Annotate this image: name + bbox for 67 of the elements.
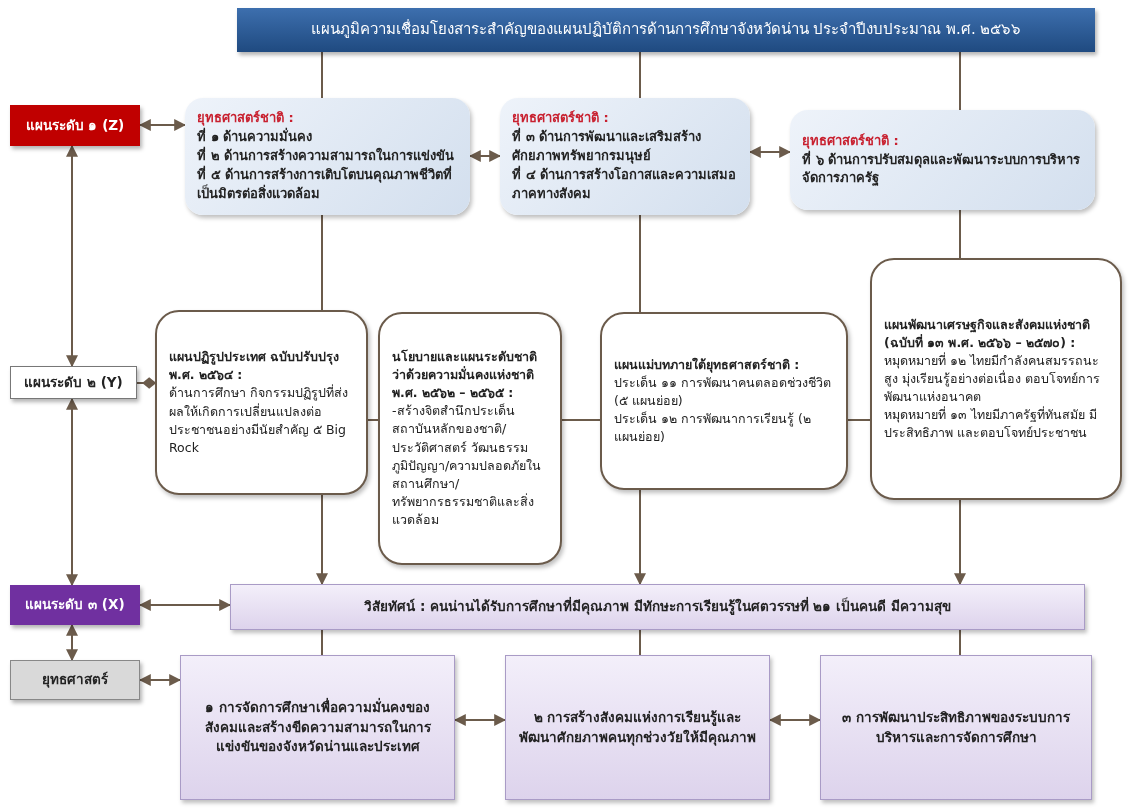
title-banner <box>237 8 1095 52</box>
connector-line <box>321 51 323 99</box>
arrow <box>768 714 822 726</box>
level-box <box>10 585 140 625</box>
level-box <box>10 660 140 700</box>
plan-box <box>155 310 368 495</box>
arrow <box>954 499 966 586</box>
box-text: แผนระดับ ๒ (Y) <box>24 372 123 392</box>
arrow <box>316 494 328 586</box>
box-text: ประเด็น ๑๒ การพัฒนาการเรียนรู้ (๒ แผนย่อย) <box>614 410 812 447</box>
arrow <box>66 623 78 662</box>
box-text: ที่ ๓ ด้านการพัฒนาและเสริมสร้างศักยภาพทรัพยากรมนุษย์ <box>512 128 703 165</box>
plan-box <box>378 312 562 565</box>
box-text: ๑ การจัดการศึกษาเพื่อความมั่นคงของสังคมและสร้างขีดความสามารถในการแข่งขันของจังหวัดน่านและประเทศ <box>203 698 432 757</box>
connector-line <box>367 419 379 421</box>
level-box <box>10 105 140 146</box>
box-text: ที่ ๖ ด้านการปรับสมดุลและพัฒนาระบบการบริหารจัดการภาครัฐ <box>802 150 1083 189</box>
box-text: ยุทธศาสตร์ <box>42 670 108 690</box>
box-heading: แผนปฏิรูปประเทศ ฉบับปรับปรุง พ.ศ. ๒๕๖๔ : <box>169 348 341 384</box>
box-text: หมุดหมายที่ ๑๒ ไทยมีกำลังคนสมรรถนะสูง มุ่งเรียนรู้อย่างต่อเนื่อง ตอบโจทย์การพัฒนาแห่งอนาคต <box>884 351 1101 406</box>
box-text: ที่ ๑ ด้านความมั่นคง <box>197 128 314 146</box>
connector-line <box>639 629 641 656</box>
box-heading: แผนแม่บทภายใต้ยุทธศาสตร์ชาติ : <box>614 355 801 374</box>
strategy-box <box>180 655 455 800</box>
connector-line <box>321 214 323 311</box>
box-heading: ยุทธศาสตร์ชาติ : <box>197 109 294 128</box>
box-text: ด้านการศึกษา กิจกรรมปฏิรูปที่ส่งผลให้เกิดการเปลี่ยนแปลงต่อประชาชนอย่างมีนัยสำคัญ ๕ Big Rock <box>169 384 349 457</box>
box-text: แผนระดับ ๓ (X) <box>25 595 125 615</box>
box-text: ๒ การสร้างสังคมแห่งการเรียนรู้และพัฒนาศักยภาพคนทุกช่วงวัยให้มีคุณภาพ <box>518 707 757 748</box>
box-text: หมุดหมายที่ ๑๓ ไทยมีภาครัฐที่ทันสมัย มีประสิทธิภาพ และตอบโจทย์ประชาชน <box>884 406 1098 443</box>
box-text: แผนภูมิความเชื่อมโยงสาระสำคัญของแผนปฏิบัติการด้านการศึกษาจังหวัดน่าน ประจำปีงบประมาณ พ.ศ. ๒๕๖๖ <box>310 19 1022 41</box>
connector-line <box>959 51 961 111</box>
arrow <box>468 150 502 162</box>
strategy-box <box>820 655 1092 800</box>
connector-line <box>639 214 641 313</box>
box-text: -สร้างจิตสำนึกประเด็นสถาบันหลักของชาติ/ประวัติศาสตร์ วัฒนธรรมภูมิปัญญา/ความปลอดภัยในสถานศึกษา/ทรัพยากรธรรมชาติและสิ่งแวดล้อม <box>392 402 543 529</box>
connector-line <box>959 629 961 656</box>
strategy-box <box>500 98 750 215</box>
arrow <box>138 674 182 686</box>
connector-line <box>959 209 961 259</box>
box-heading: ยุทธศาสตร์ชาติ : <box>802 131 900 149</box>
box-text: ประเด็น ๑๑ การพัฒนาคนตลอดช่วงชีวิต (๕ แผนย่อย) <box>614 373 832 410</box>
plan-box <box>870 258 1122 500</box>
box-text: วิสัยทัศน์ : คนน่านได้รับการศึกษาที่มีคุณภาพ มีทักษะการเรียนรู้ในศตวรรษที่ ๒๑ เป็นคนดี มีความสุข <box>364 597 951 617</box>
connector-line <box>321 629 323 656</box>
plan-box <box>600 312 848 490</box>
strategy-box <box>185 98 470 215</box>
box-text: ที่ ๔ ด้านการสร้างโอกาสและความเสมอภาคทางสังคม <box>512 165 738 203</box>
connector-line <box>847 419 871 421</box>
arrow <box>634 489 646 586</box>
box-text: ที่ ๒ ด้านการสร้างความสามารถในการแข่งขัน <box>197 147 456 165</box>
box-heading: ยุทธศาสตร์ชาติ : <box>512 109 610 128</box>
arrow <box>66 397 78 587</box>
level-box <box>10 366 137 399</box>
box-text: ๓ การพัฒนาประสิทธิภาพของระบบการบริหารและการจัดการศึกษา <box>841 707 1071 747</box>
vision-box <box>230 584 1085 630</box>
arrow <box>66 144 78 368</box>
connector-line <box>561 419 601 421</box>
strategy-box <box>790 110 1095 210</box>
box-text: แผนระดับ ๑ (Z) <box>25 115 125 135</box>
strategy-box <box>505 655 770 800</box>
arrow <box>453 714 507 726</box>
connector-line <box>639 51 641 99</box>
box-heading: นโยบายและแผนระดับชาติว่าด้วยความมั่นคงแห่งชาติ พ.ศ. ๒๕๖๒ – ๒๕๖๕ : <box>392 347 538 403</box>
box-text: ที่ ๕ ด้านการสร้างการเติบโตบนคุณภาพชีวิตที่เป็นมิตรต่อสิ่งแวดล้อม <box>197 165 454 203</box>
arrow <box>748 146 792 158</box>
box-heading: แผนพัฒนาเศรษฐกิจและสังคมแห่งชาติ (ฉบับที่ ๑๓ พ.ศ. ๒๕๖๖ – ๒๕๗๐) : <box>884 315 1091 352</box>
